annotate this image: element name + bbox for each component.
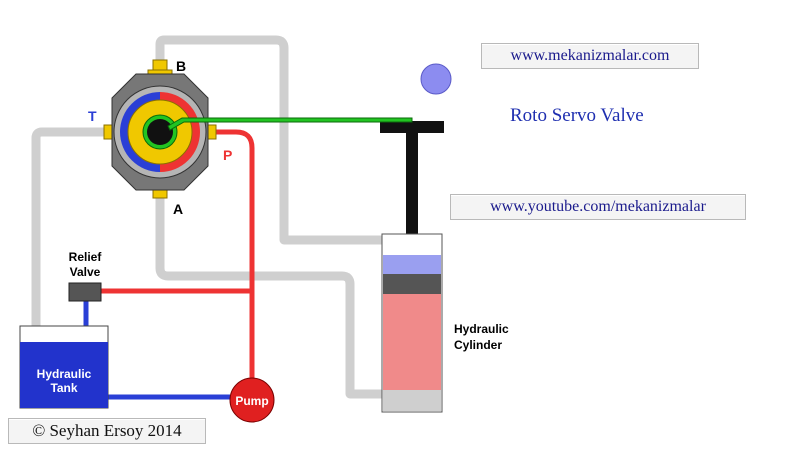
line-port-a-to-cylinder-bottom (155, 190, 382, 399)
port-p-label: P (223, 147, 232, 163)
gray-lines (31, 35, 382, 399)
hydraulic-cylinder-label-2: Cylinder (454, 338, 502, 352)
cylinder-top-fluid (383, 255, 441, 274)
hydraulic-tank-fluid (20, 342, 108, 408)
website-link-button[interactable]: www.mekanizmalar.com (481, 43, 699, 69)
diagram-title: Roto Servo Valve (510, 105, 644, 126)
valve-spindle (147, 119, 173, 145)
relief-valve (68, 282, 102, 302)
hydraulic-tank-label-2: Tank (50, 381, 77, 395)
cylinder-bottom-cap (383, 390, 441, 411)
youtube-link-button[interactable]: www.youtube.com/mekanizmalar (450, 194, 746, 220)
hydraulic-cylinder-label-1: Hydraulic (454, 322, 509, 336)
pump-label: Pump (235, 394, 268, 408)
pressure-lines (100, 129, 255, 386)
copyright-button[interactable]: © Seyhan Ersoy 2014 (8, 418, 206, 444)
control-knob[interactable] (420, 63, 452, 95)
relief-valve-label-2: Valve (70, 265, 101, 279)
port-a-label: A (173, 201, 183, 217)
port-t-label: T (88, 108, 97, 124)
feedback-lever (167, 117, 413, 131)
line-port-t-to-tank (31, 127, 110, 332)
hydraulic-tank-label-1: Hydraulic (37, 367, 92, 381)
cylinder-piston (383, 274, 441, 294)
cylinder-rod-top (380, 121, 444, 133)
pump (229, 377, 275, 423)
cylinder-bottom-fluid (383, 294, 441, 390)
line-port-b-to-cylinder-top (155, 35, 382, 245)
relief-valve-label-1: Relief (69, 250, 103, 264)
port-b-label: B (176, 58, 186, 74)
line-pump-to-port-p (210, 129, 255, 386)
